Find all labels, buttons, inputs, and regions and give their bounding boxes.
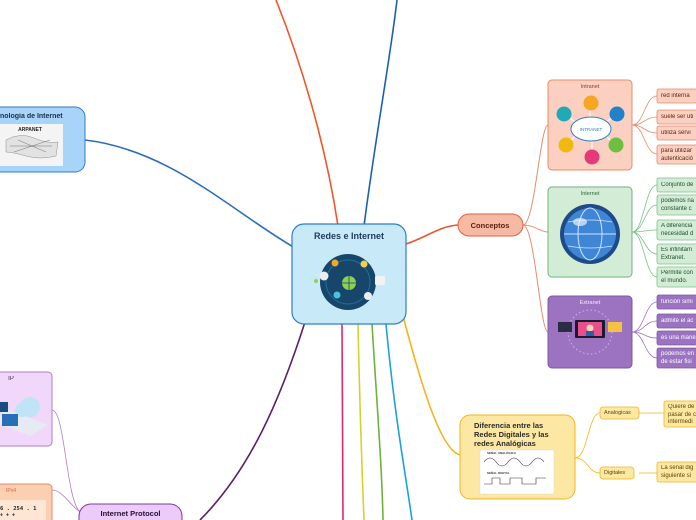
branch-orange-top xyxy=(275,0,339,227)
users-icon xyxy=(584,149,600,165)
lock-icon xyxy=(583,95,599,111)
arpanet-map-image xyxy=(0,124,63,166)
branch-green-bottom xyxy=(371,323,384,520)
analogicas-label: Analogicas xyxy=(604,410,631,416)
intranet-leaf-text-0: red interna xyxy=(661,93,690,99)
intranet-leaf-0[interactable] xyxy=(656,88,696,104)
intranet-leaf-3[interactable] xyxy=(656,144,696,165)
intranet-title: Intranet xyxy=(581,84,600,90)
digitales-leaf[interactable] xyxy=(656,461,696,483)
analogicas-leaf[interactable] xyxy=(663,400,696,428)
internet-leaf-text-3: Es infinitam Extranet. xyxy=(661,247,693,261)
extranet-title: Extranet xyxy=(580,300,601,306)
intranet-leaves xyxy=(656,88,696,165)
tecnologia-node[interactable] xyxy=(0,106,86,173)
ip-node[interactable] xyxy=(0,371,53,447)
internet-leaf-1[interactable] xyxy=(656,194,696,216)
extranet-leaf-0[interactable] xyxy=(656,294,696,310)
extranet-leaf-text-3: podemos en de estar fisi xyxy=(661,351,695,365)
cloud-icon xyxy=(556,106,572,122)
extranet-leaf-2[interactable] xyxy=(656,330,696,346)
analog-digital-chart-image xyxy=(479,449,555,495)
extranet-network-icon xyxy=(558,309,622,355)
folder-icon xyxy=(558,137,574,153)
extranet-leaf-3[interactable] xyxy=(656,347,696,369)
conceptos-node[interactable]: Conceptos xyxy=(457,213,524,237)
diferencia-node[interactable] xyxy=(459,414,576,500)
leaf-lines-intranet xyxy=(631,95,658,155)
branch-pink-bottom xyxy=(341,323,344,520)
internet-leaf-text-2: A diferencia necesidad d xyxy=(661,223,694,237)
digitales-label: Digitales xyxy=(604,470,626,476)
internet-protocol-node[interactable] xyxy=(78,503,183,520)
intranet-leaf-1[interactable] xyxy=(656,109,696,125)
analogicas-leaf-text: Quiere de pasar de c intermedi xyxy=(668,404,696,425)
globe-icon xyxy=(560,204,620,264)
intranet-diagram-icon: INTRANET xyxy=(556,95,625,165)
internet-leaf-4[interactable] xyxy=(656,266,696,288)
sub-branch-lines xyxy=(522,124,549,333)
internet-title: Internet xyxy=(581,191,600,197)
internet-leaf-3[interactable] xyxy=(656,243,696,265)
branch-cyan-bottom xyxy=(385,323,413,520)
ipv4-node[interactable] xyxy=(0,483,53,520)
intranet-card[interactable]: Intranet INTRANET xyxy=(547,79,633,171)
ipv4-title: IPv4 xyxy=(5,488,16,494)
ipv4-row-2: + + + xyxy=(0,512,16,518)
digitales-node[interactable] xyxy=(599,466,635,480)
intranet-leaf-text-1: suele ser uti xyxy=(661,114,694,120)
extranet-leaf-text-2: es una mane xyxy=(661,335,696,341)
branch-to-protocol xyxy=(199,321,306,520)
diferencia-title: Diferencia entre las Redes Digitales y l… xyxy=(474,421,549,448)
central-title: Redes e Internet xyxy=(314,231,384,241)
branch-to-diferencia xyxy=(402,315,461,456)
leaf-lines-ip xyxy=(51,409,81,513)
internet-leaf-text-1: podemos na constante c xyxy=(661,198,695,212)
branch-yellow-bottom xyxy=(357,323,365,520)
leaf-lines-internet xyxy=(631,184,658,278)
extranet-leaf-text-1: admite el ac xyxy=(661,318,694,324)
internet-leaf-text-4: Permite con el mundo. xyxy=(661,270,694,284)
intranet-center-label: INTRANET xyxy=(580,127,603,132)
internet-leaf-0[interactable] xyxy=(656,177,696,193)
central-node[interactable]: Redes e Internet xyxy=(291,223,407,325)
arpanet-caption: ARPANET xyxy=(18,127,42,133)
intranet-leaf-text-3: para utilizar autenticació xyxy=(661,148,694,162)
branch-blue-top xyxy=(363,0,398,227)
internet-leaf-text-0: Conjunto de xyxy=(661,182,694,188)
extranet-leaves xyxy=(656,294,696,369)
digitales-leaf-text: La señal dig siguiente si xyxy=(661,465,694,479)
internet-leaf-2[interactable] xyxy=(656,219,696,241)
branch-lines xyxy=(84,0,461,520)
extranet-card[interactable]: Extranet xyxy=(547,295,633,369)
digital-chart-label: SEÑAL DIGITAL xyxy=(487,471,510,475)
network-hub-icon xyxy=(314,254,385,310)
analog-chart-label: SEÑAL ANALÓGICA xyxy=(487,451,517,455)
ipv4-row-1: 6 . 254 . 1 xyxy=(0,506,37,512)
intranet-leaf-2[interactable] xyxy=(656,125,696,141)
analogicas-node[interactable] xyxy=(599,406,640,420)
extranet-leaf-text-0: función simi xyxy=(661,299,693,305)
intranet-leaf-text-2: utiliza servi xyxy=(661,130,691,136)
leaf-lines-extranet xyxy=(631,301,658,359)
conceptos-label: Conceptos xyxy=(471,221,510,230)
ip-title: IP xyxy=(8,376,14,382)
ip-network-illustration xyxy=(0,397,48,436)
internet-protocol-title: Internet Protocol xyxy=(100,509,161,518)
search-icon xyxy=(609,106,625,122)
branch-to-tecnologia xyxy=(84,139,296,249)
extranet-leaf-1[interactable] xyxy=(656,313,696,329)
internet-card[interactable]: Internet xyxy=(547,186,633,278)
mail-icon xyxy=(608,137,624,153)
internet-leaves xyxy=(656,177,696,288)
branch-to-conceptos xyxy=(405,224,459,245)
tecnologia-title: nología de Internet xyxy=(0,113,63,120)
ipv4-diagram-image xyxy=(0,500,46,520)
leaf-lines-diferencia xyxy=(574,412,664,474)
